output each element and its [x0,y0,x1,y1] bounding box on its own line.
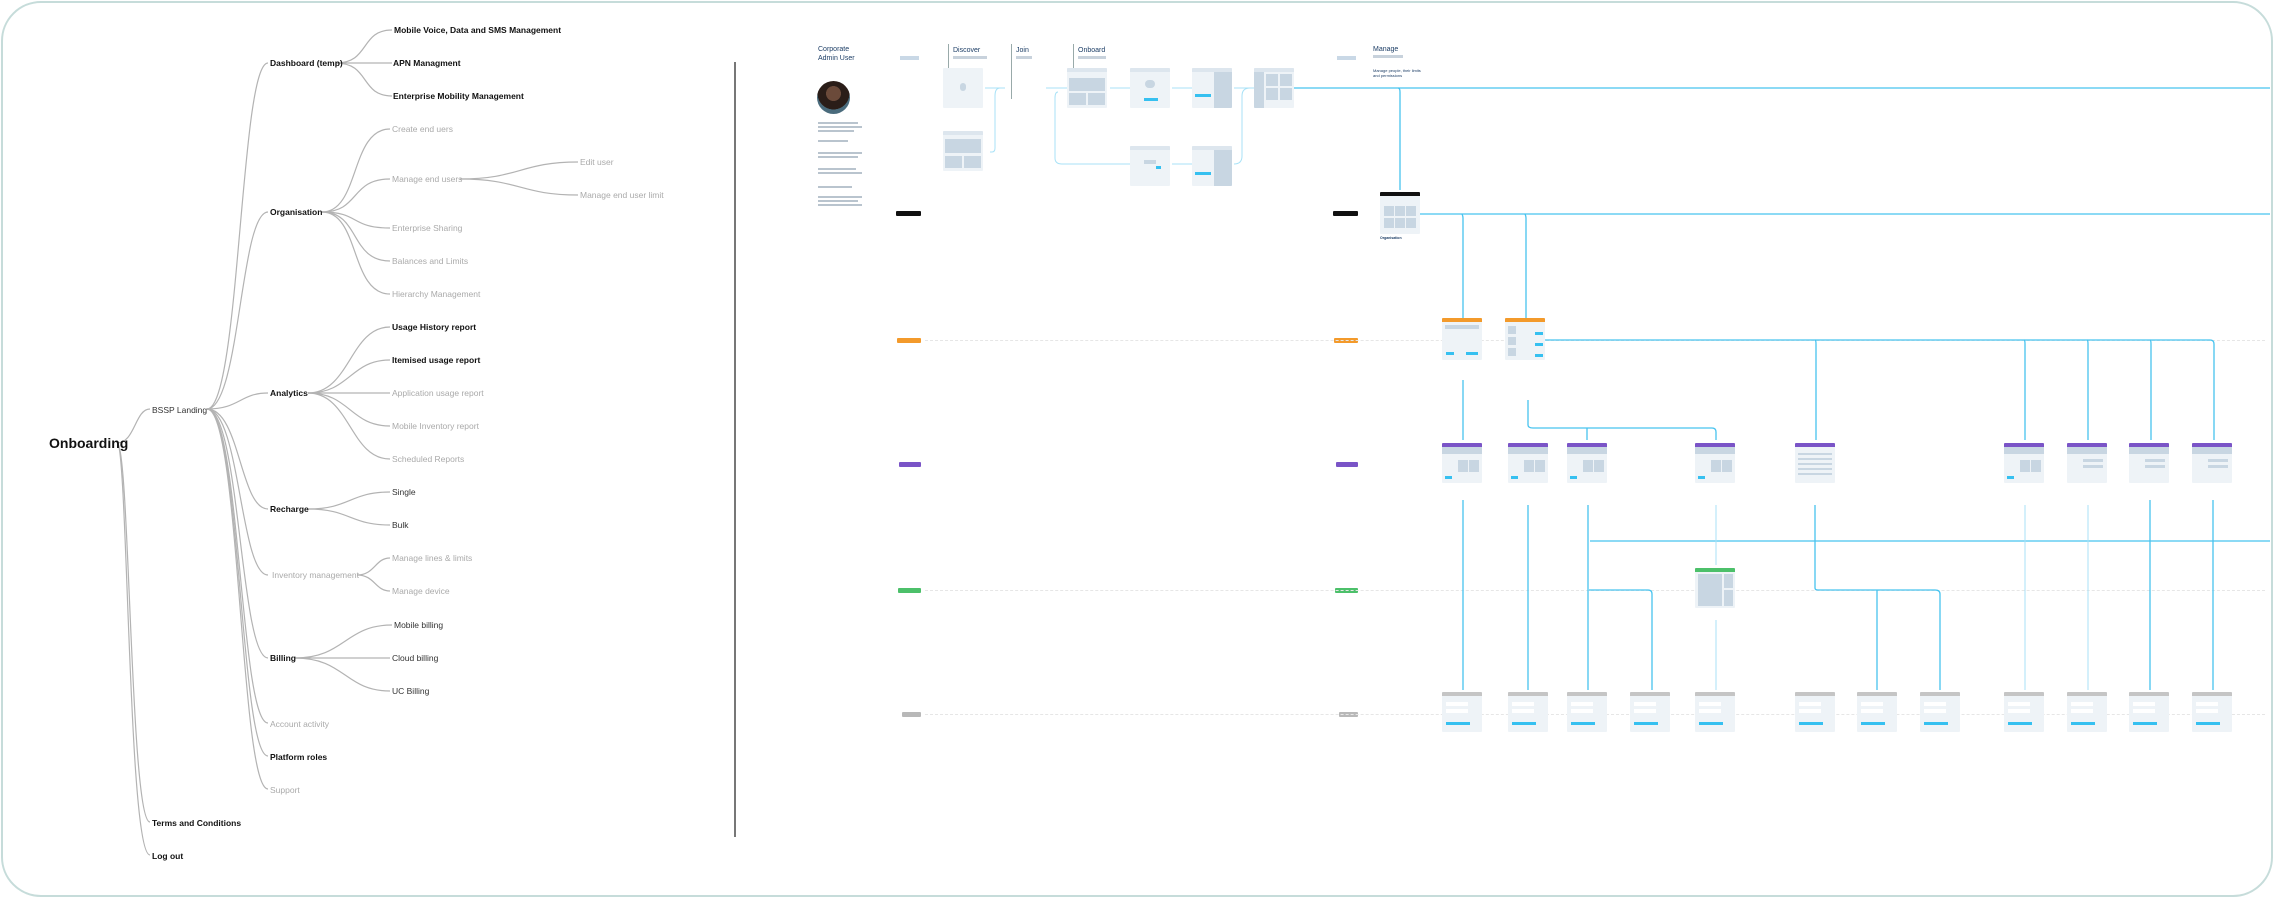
node-manage-end-users[interactable]: Manage end users [392,173,463,184]
wireframe-card-form[interactable] [1795,692,1835,732]
node-recharge-bulk[interactable]: Bulk [392,519,409,530]
stage-pill [900,56,919,60]
wireframe-card-orange-1[interactable] [1442,318,1482,360]
node-organisation[interactable]: Organisation [270,206,323,217]
node-bssp-landing[interactable]: BSSP Landing [152,404,208,415]
node-log-out[interactable]: Log out [152,850,184,861]
wireframe-card-discover-profile[interactable] [943,68,983,108]
stage-discover[interactable]: Discover [953,47,987,59]
node-edit-user[interactable]: Edit user [580,156,614,167]
node-uc-billing[interactable]: UC Billing [392,685,430,696]
node-scheduled-reports[interactable]: Scheduled Reports [392,453,465,464]
node-mobile-voice-data-sms[interactable]: Mobile Voice, Data and SMS Management [394,24,562,35]
lane-tag-purple [1336,462,1358,467]
wireframe-card-form[interactable] [1442,692,1482,732]
lane-tag-green [898,588,921,593]
node-support[interactable]: Support [270,784,300,795]
node-apn-management[interactable]: APN Managment [393,57,461,68]
card-caption-organisation: Organisation [1380,236,1402,240]
wireframe-card-onboard-start[interactable] [1067,68,1107,108]
wireframe-card-purple-5[interactable] [2004,443,2044,483]
node-application-usage-report[interactable]: Application usage report [392,387,484,398]
stage-pill [1337,56,1356,60]
node-recharge[interactable]: Recharge [270,503,309,514]
wireframe-card-form[interactable] [2004,692,2044,732]
node-usage-history-report[interactable]: Usage History report [392,321,477,332]
node-recharge-single[interactable]: Single [392,486,416,497]
wireframe-card-purple-8[interactable] [2192,443,2232,483]
node-terms-and-conditions[interactable]: Terms and Conditions [152,817,242,828]
wireframe-card-purple-1[interactable] [1442,443,1482,483]
node-analytics[interactable]: Analytics [270,387,308,398]
wireframe-card-form[interactable] [1857,692,1897,732]
node-enterprise-mobility[interactable]: Enterprise Mobility Management [393,90,524,101]
node-dashboard[interactable]: Dashboard (temp) [270,57,343,68]
wireframe-card-form[interactable] [1630,692,1670,732]
wireframe-card-onboard-alt2[interactable] [1192,146,1232,186]
node-manage-end-user-limit[interactable]: Manage end user limit [580,189,664,200]
wireframe-card-purple-table[interactable] [1795,443,1835,483]
node-create-end-users[interactable]: Create end uers [392,123,453,134]
lane-tag-grey [902,712,921,717]
node-hierarchy-management[interactable]: Hierarchy Management [392,288,481,299]
wireframe-card-form[interactable] [1920,692,1960,732]
node-manage-device[interactable]: Manage device [392,585,450,596]
section-divider [734,62,736,837]
node-account-activity[interactable]: Account activity [270,718,330,729]
wireframe-card-form[interactable] [1567,692,1607,732]
wireframe-card-onboard-signup[interactable] [1192,68,1232,108]
node-balances-and-limits[interactable]: Balances and Limits [392,255,469,266]
node-platform-roles[interactable]: Platform roles [270,751,328,762]
node-manage-lines-limits[interactable]: Manage lines & limits [392,552,473,563]
node-enterprise-sharing[interactable]: Enterprise Sharing [392,222,463,233]
node-cloud-billing[interactable]: Cloud billing [392,652,439,663]
wireframe-card-orange-2[interactable] [1505,318,1545,360]
node-mobile-inventory-report[interactable]: Mobile Inventory report [392,420,479,431]
wireframe-card-purple-3[interactable] [1567,443,1607,483]
wireframe-card-green[interactable] [1695,568,1735,608]
wireframe-card-purple-6[interactable] [2067,443,2107,483]
wireframe-card-onboard-step1[interactable] [1130,68,1170,108]
node-billing[interactable]: Billing [270,652,296,663]
wireframe-card-discover-landing[interactable] [943,131,983,171]
wireframe-card-form[interactable] [1508,692,1548,732]
wireframe-card-form[interactable] [2067,692,2107,732]
wireframe-card-purple-4[interactable] [1695,443,1735,483]
wireframe-card-onboard-alt1[interactable] [1130,146,1170,186]
sitemap-connectors [116,29,579,856]
persona-title: Corporate Admin User [818,46,855,62]
lane-tag-orange [897,338,921,343]
wireframe-card-purple-7[interactable] [2129,443,2169,483]
persona-avatar [817,81,850,114]
wireframe-card-onboard-home[interactable] [1254,68,1294,108]
lane-tag-black [1333,211,1358,216]
wireframe-card-organisation[interactable] [1380,192,1420,234]
lane-tag-black [896,211,921,216]
stage-manage[interactable]: Manage [1373,46,1403,58]
wireframe-card-form[interactable] [1695,692,1735,732]
persona-notes [818,122,858,124]
wireframe-card-purple-2[interactable] [1508,443,1548,483]
node-mobile-billing[interactable]: Mobile billing [394,619,444,630]
wireframe-card-form[interactable] [2192,692,2232,732]
stage-onboard[interactable]: Onboard [1078,47,1106,59]
wireframe-card-form[interactable] [2129,692,2169,732]
sitemap-root-onboarding[interactable]: Onboarding [49,435,129,451]
lane-tag-purple [899,462,921,467]
manage-description: Manage people, their limits and permissi… [1373,68,1421,79]
node-inventory-management[interactable]: Inventory management [272,569,359,580]
node-itemised-usage-report[interactable]: Itemised usage report [392,354,481,365]
stage-join[interactable]: Join [1016,47,1032,59]
